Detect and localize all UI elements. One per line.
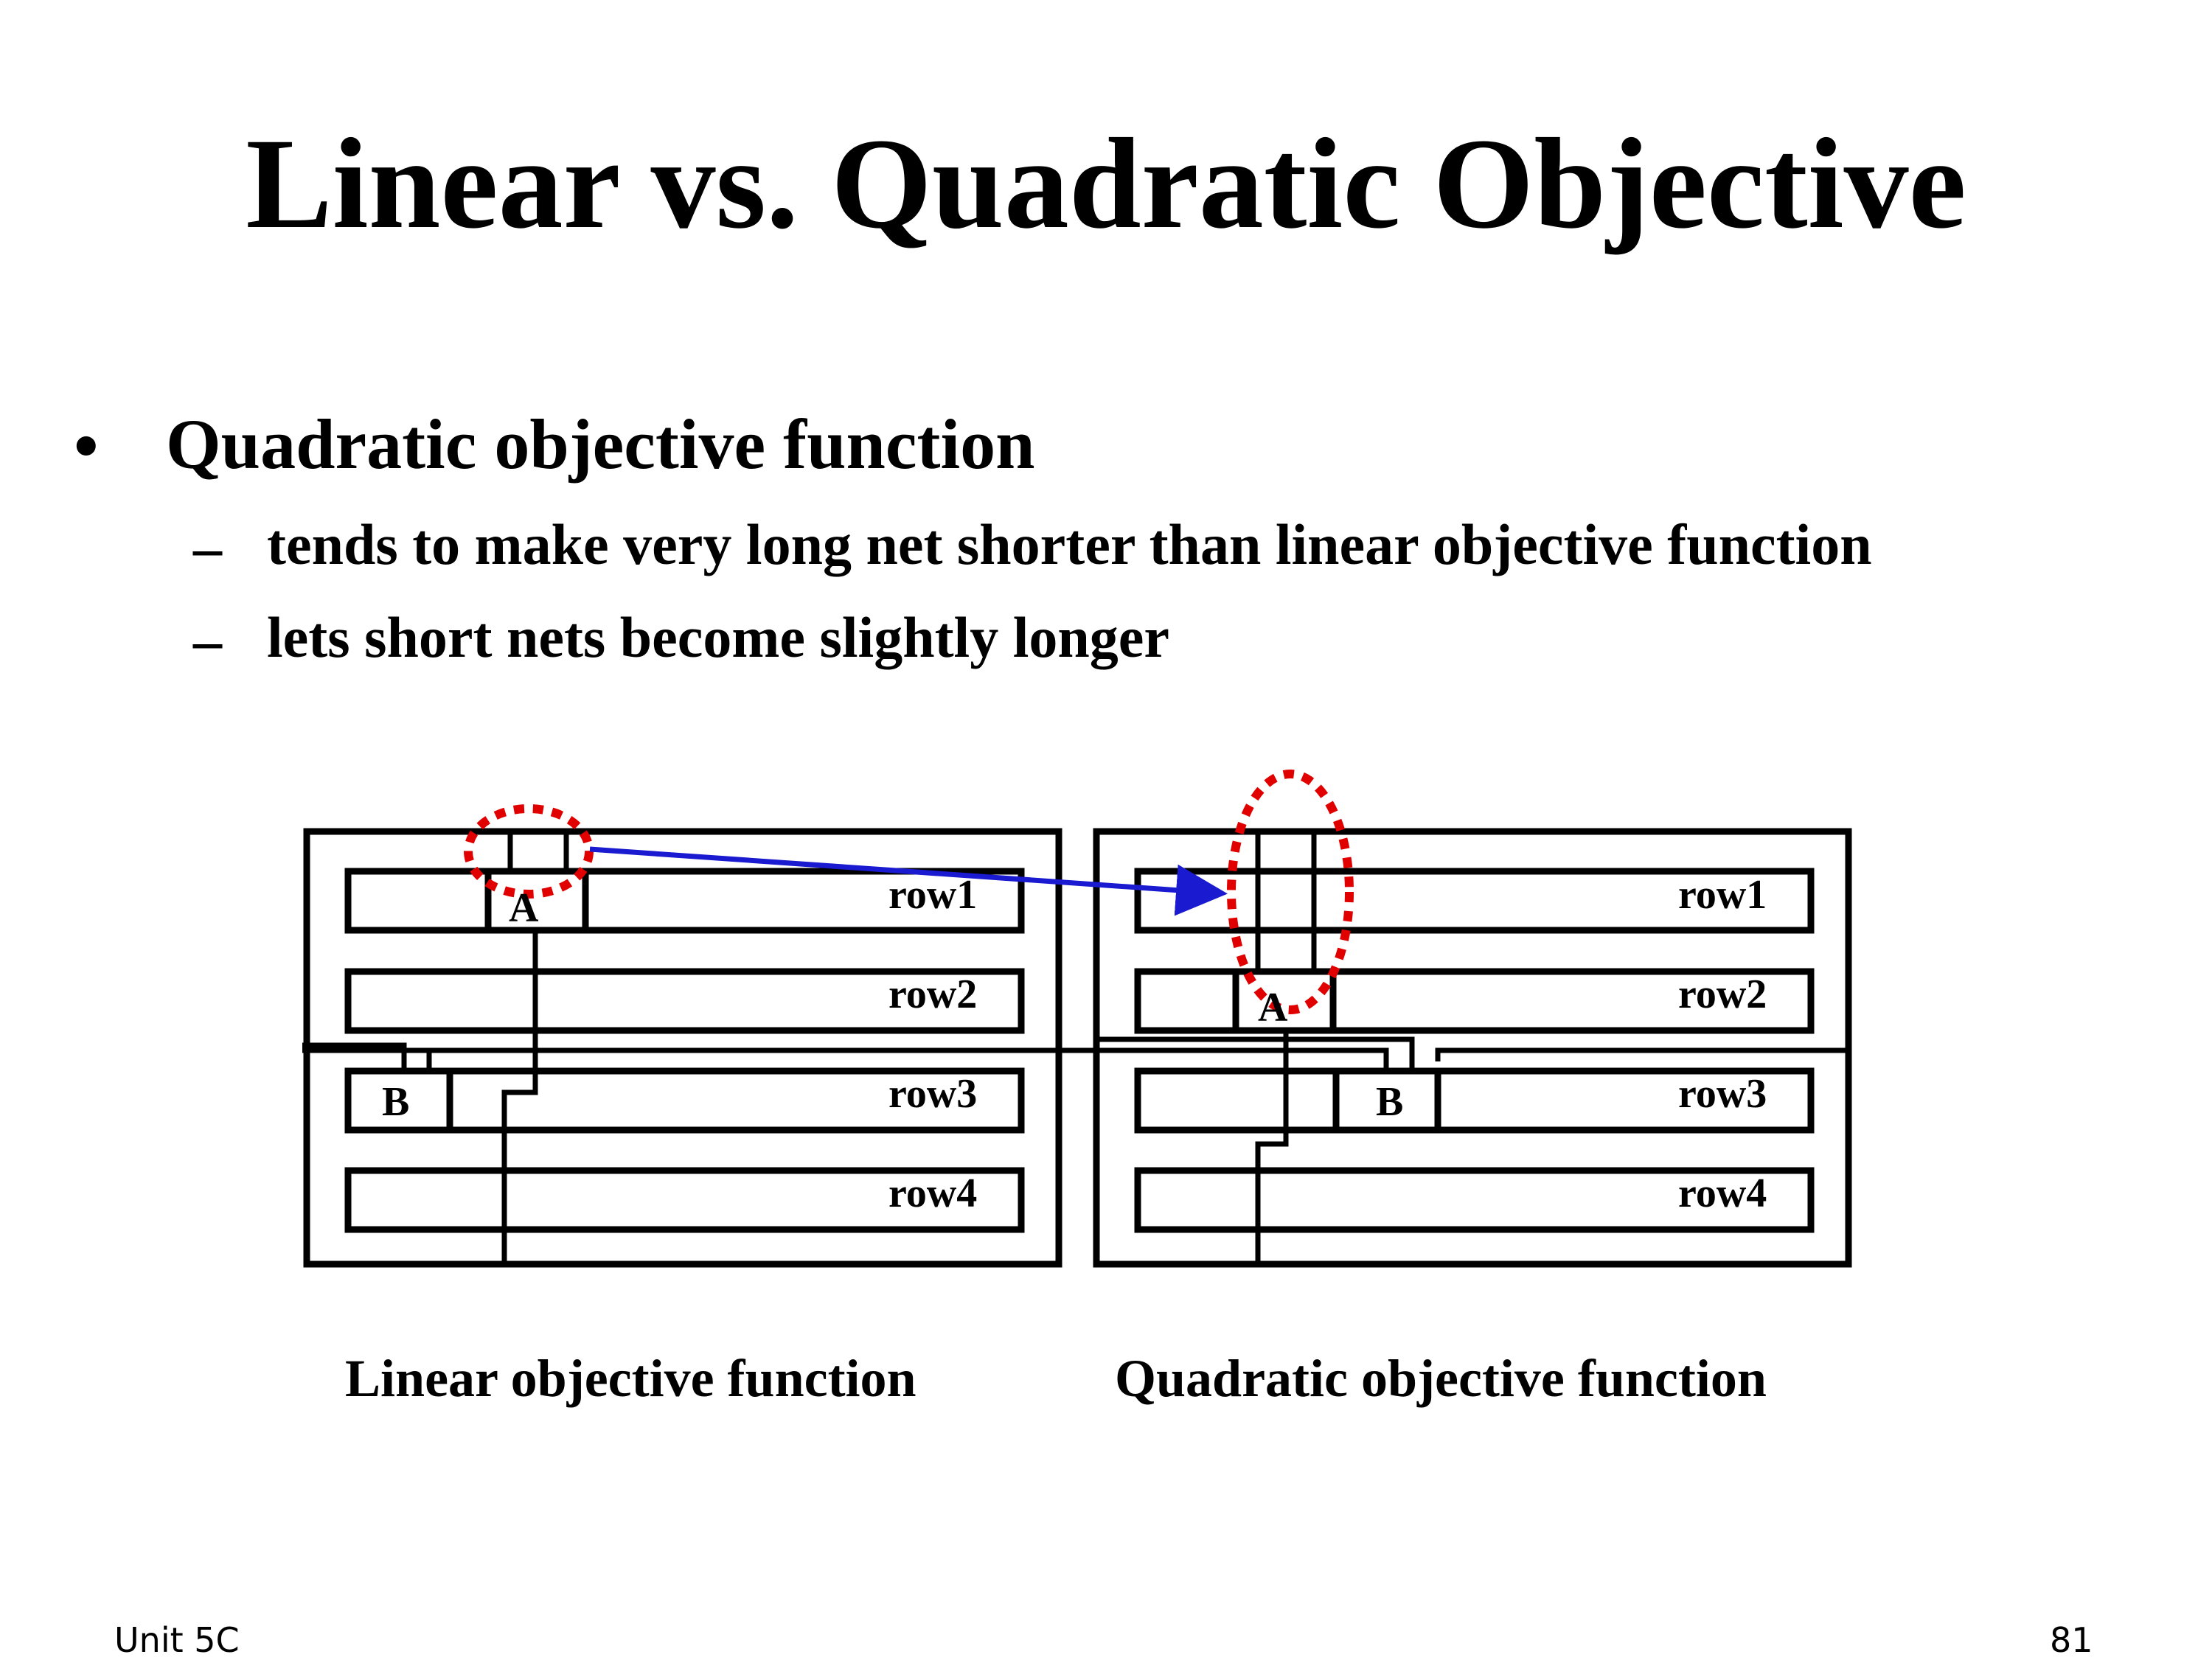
slide-title: Linear vs. Quadratic Objective bbox=[246, 112, 1966, 256]
row-label-row2: row2 bbox=[888, 972, 977, 1017]
row4-box bbox=[344, 1167, 1025, 1233]
bullet-marker: • bbox=[74, 406, 99, 485]
row3-box bbox=[1134, 1067, 1815, 1134]
cell-b-label: B bbox=[382, 1079, 409, 1125]
sub-bullet-marker: – bbox=[193, 608, 222, 672]
cell-b-label: B bbox=[1376, 1079, 1403, 1125]
bullet-text: Quadratic objective function bbox=[166, 405, 1035, 484]
sub-bullet-marker: – bbox=[193, 515, 222, 579]
row-label-row3: row3 bbox=[1678, 1071, 1767, 1117]
highlight-ellipse-left bbox=[464, 804, 594, 899]
footer-unit: Unit 5C bbox=[114, 1620, 240, 1660]
linear-nets bbox=[302, 829, 1062, 1264]
page-number: 81 bbox=[2050, 1620, 2093, 1660]
cell-b-box bbox=[344, 1067, 453, 1134]
caption-quadratic: Quadratic objective function bbox=[1115, 1349, 1767, 1408]
caption-linear: Linear objective function bbox=[345, 1349, 917, 1408]
row2-box bbox=[1134, 968, 1815, 1034]
row-label-row1: row1 bbox=[1678, 872, 1767, 918]
net-b-side bbox=[302, 1042, 407, 1071]
cell-a-label: A bbox=[509, 885, 539, 931]
row2-box bbox=[344, 968, 1025, 1034]
row-label-row2: row2 bbox=[1678, 972, 1767, 1017]
net-wide bbox=[1062, 1036, 1415, 1071]
quadratic-nets bbox=[1062, 829, 1848, 1264]
cell-a-label: A bbox=[1258, 985, 1288, 1030]
net-a-down bbox=[1255, 1030, 1289, 1264]
net-b-wide bbox=[302, 1047, 1062, 1071]
row-label-row3: row3 bbox=[888, 1071, 977, 1117]
row4-box bbox=[1134, 1167, 1815, 1233]
net-a-top bbox=[1255, 829, 1317, 972]
sub-bullet-text: lets short nets become slightly longer bbox=[267, 605, 1170, 669]
sub-bullet-text: tends to make very long net shorter than… bbox=[267, 512, 1872, 576]
net-b-right bbox=[1435, 1047, 1848, 1061]
row-label-row4: row4 bbox=[888, 1171, 977, 1216]
row-label-row4: row4 bbox=[1678, 1171, 1767, 1216]
net-a-down bbox=[501, 930, 538, 1264]
move-arrow bbox=[589, 846, 1228, 916]
row1-box bbox=[344, 868, 1025, 934]
row-label-row1: row1 bbox=[888, 872, 977, 918]
row1-box bbox=[1134, 868, 1815, 934]
highlight-ellipse-right bbox=[1227, 770, 1354, 1014]
net-a-top bbox=[507, 829, 569, 871]
